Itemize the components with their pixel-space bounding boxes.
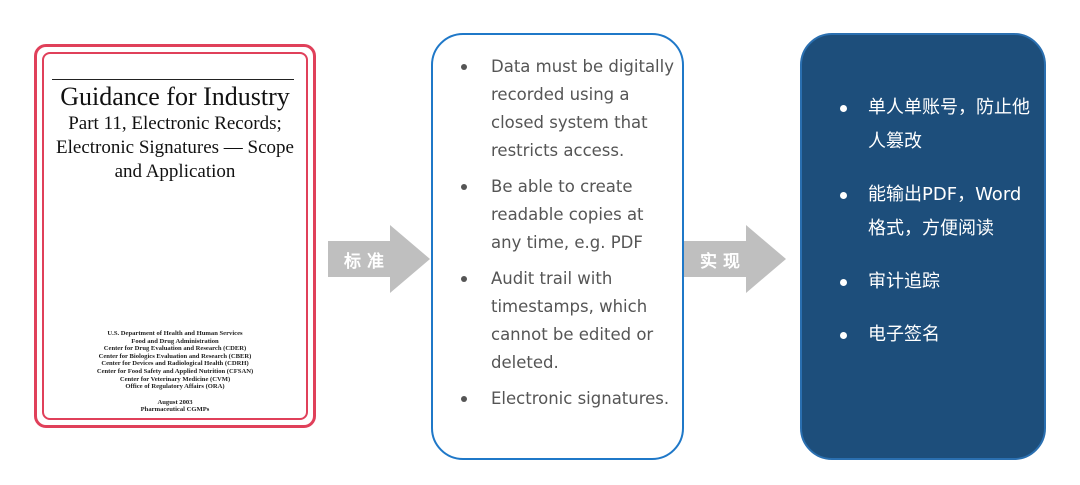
requirement-item: Data must be digitally recorded using a … xyxy=(459,53,674,165)
arrow-right-icon xyxy=(328,225,430,293)
document-category: Pharmaceutical CGMPs xyxy=(140,406,210,414)
implementation-box: 单人单账号，防止他人篡改 能输出PDF，Word格式，方便阅读 审计追踪 电子签… xyxy=(800,33,1046,460)
agency-line: Center for Drug Evaluation and Research … xyxy=(103,345,247,353)
implementation-item: 单人单账号，防止他人篡改 xyxy=(840,91,1030,159)
agency-line: U.S. Department of Health and Human Serv… xyxy=(107,330,243,337)
implementation-item: 审计追踪 xyxy=(840,265,1030,299)
agency-line: Food and Drug Administration xyxy=(131,337,219,345)
agency-line: Center for Veterinary Medicine (CVM) xyxy=(119,375,231,383)
agency-line: Office of Regulatory Affairs (ORA) xyxy=(125,383,225,391)
arrow-implementation: 实现 xyxy=(684,225,786,293)
arrow-right-icon xyxy=(684,225,786,293)
document-subtitle-3: and Application xyxy=(114,161,236,182)
agency-line: Center for Biologics Evaluation and Rese… xyxy=(98,352,252,360)
implementation-item: 能输出PDF，Word格式，方便阅读 xyxy=(840,178,1030,246)
document-subtitle-1: Part 11, Electronic Records; xyxy=(68,113,282,134)
title-rule xyxy=(52,79,294,80)
arrow-label-standard: 标准 xyxy=(344,252,390,272)
arrow-standard: 标准 xyxy=(328,225,430,293)
document-footer: U.S. Department of Health and Human Serv… xyxy=(44,330,306,414)
requirement-item: Audit trail with timestamps, which canno… xyxy=(459,265,674,377)
requirement-item: Electronic signatures. xyxy=(459,385,674,413)
agency-line: Center for Devices and Radiological Heal… xyxy=(101,360,249,368)
document-inner-border: Guidance for Industry Part 11, Electroni… xyxy=(42,52,308,420)
guidance-document-cover: Guidance for Industry Part 11, Electroni… xyxy=(34,44,316,428)
requirement-item: Be able to create readable copies at any… xyxy=(459,173,674,257)
document-title: Guidance for Industry xyxy=(60,82,290,111)
arrow-label-implementation: 实现 xyxy=(700,252,746,272)
document-date: August 2003 xyxy=(157,398,193,406)
implementation-item: 电子签名 xyxy=(840,318,1030,352)
document-subtitle-2: Electronic Signatures — Scope xyxy=(56,137,294,158)
requirements-box: Data must be digitally recorded using a … xyxy=(431,33,684,460)
agency-line: Center for Food Safety and Applied Nutri… xyxy=(96,367,254,375)
